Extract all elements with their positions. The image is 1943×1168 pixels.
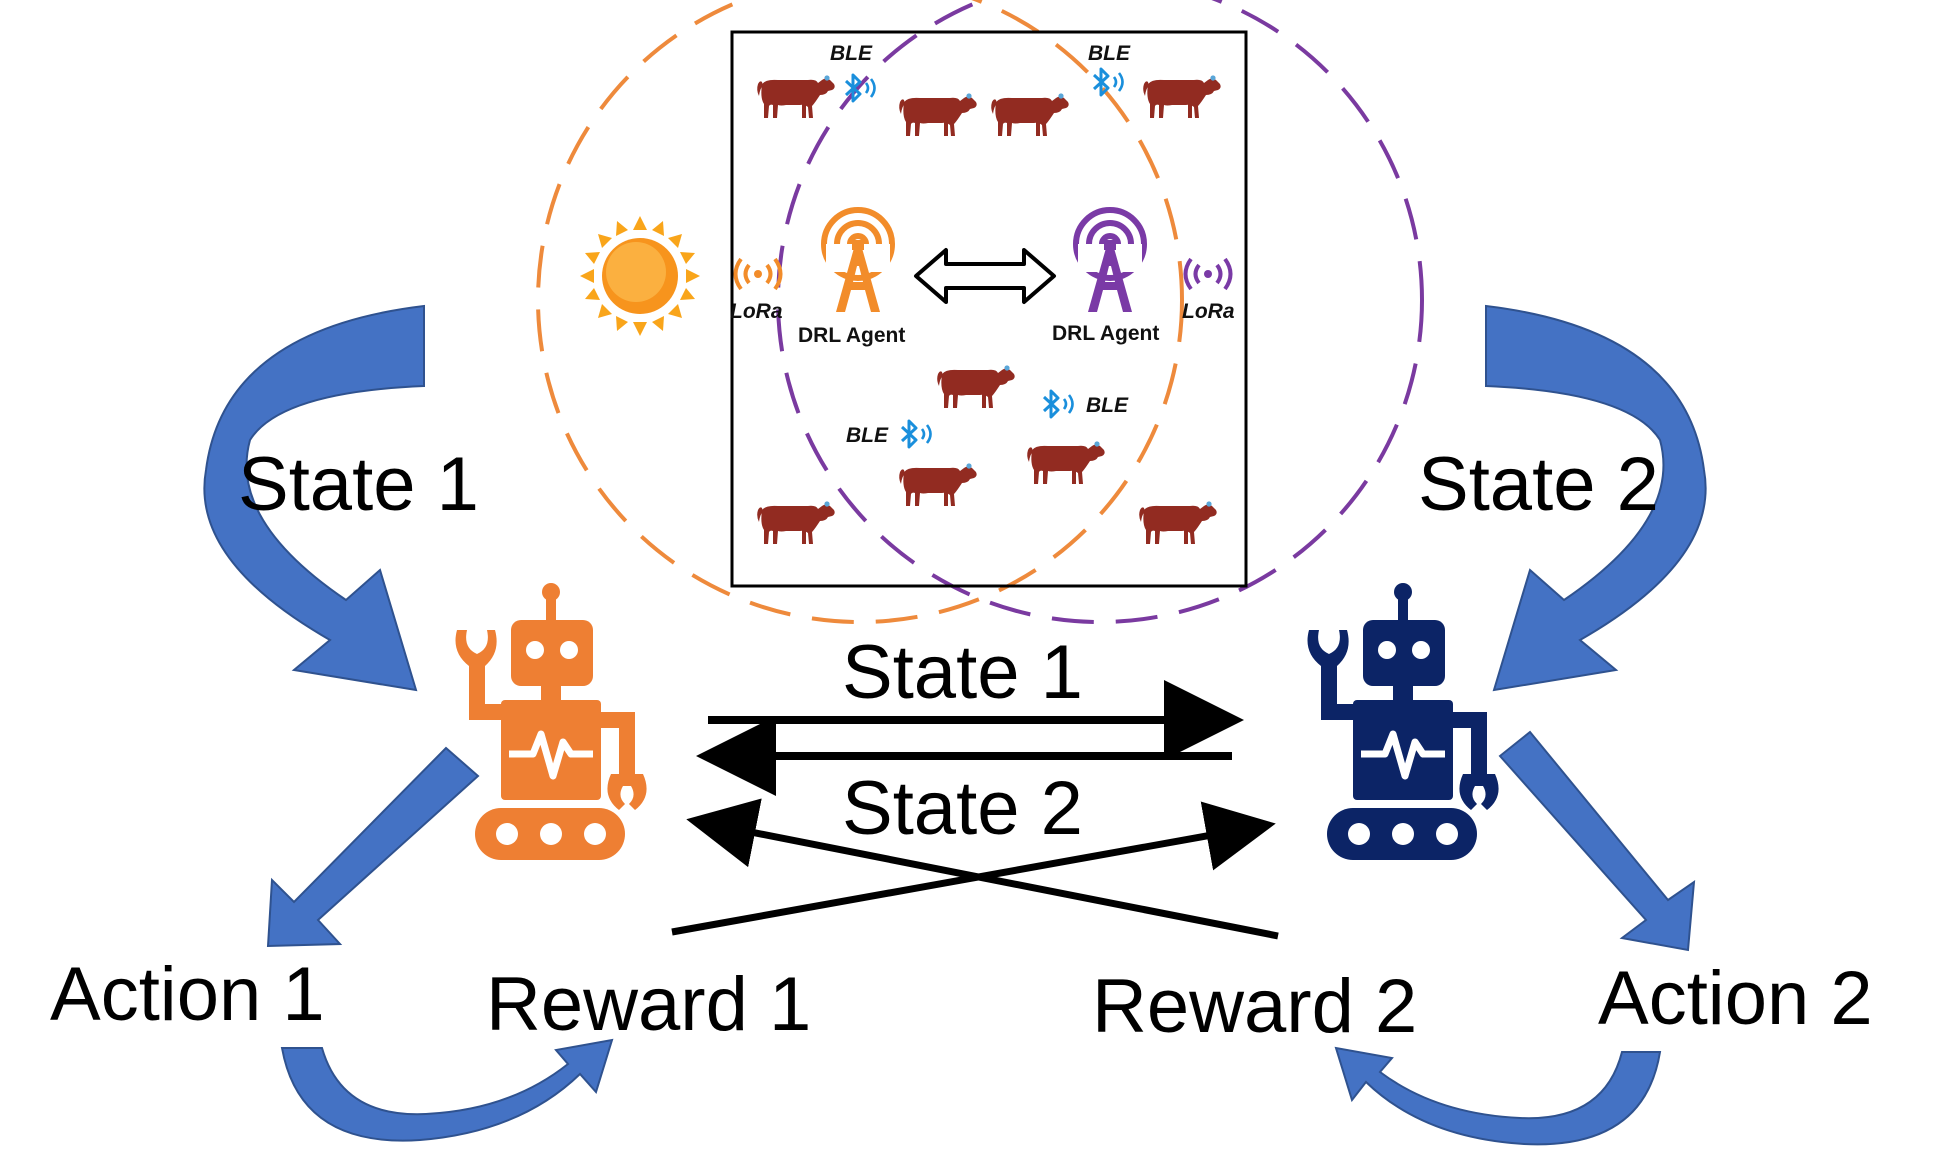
state1-feedback-arrow xyxy=(203,304,425,692)
cow-icon xyxy=(937,365,1015,408)
reward1-exchange-arrow xyxy=(686,798,1279,940)
agent-link-arrow xyxy=(914,248,1056,304)
radio-tower-icon xyxy=(824,210,892,312)
lora-label: LoRa xyxy=(730,300,783,323)
state1-exchange-label: State 1 xyxy=(842,630,1083,715)
lora-label: LoRa xyxy=(1182,300,1235,323)
cow-icon xyxy=(1139,501,1217,544)
bluetooth-icon xyxy=(900,419,932,449)
action2-label: Action 2 xyxy=(1598,956,1873,1041)
reward2-label: Reward 2 xyxy=(1092,964,1417,1049)
robot-icon xyxy=(456,583,647,860)
cow-icon xyxy=(757,75,835,118)
bluetooth-icon xyxy=(1092,67,1124,97)
action1-label: Action 1 xyxy=(50,952,325,1037)
ble-label: BLE xyxy=(1086,394,1129,417)
cow-icon xyxy=(899,93,977,136)
state2-label: State 2 xyxy=(1418,442,1659,527)
cow-icon xyxy=(1027,441,1105,484)
lora-signal-icon xyxy=(1183,257,1233,291)
cow-icon xyxy=(1143,75,1221,118)
action1-to-reward1-arrow xyxy=(280,1038,614,1142)
state1-label: State 1 xyxy=(238,442,479,527)
state2-exchange-label: State 2 xyxy=(842,766,1083,851)
bluetooth-icon xyxy=(1042,389,1074,419)
action2-arrow xyxy=(1498,730,1696,952)
radio-tower-icon xyxy=(1076,210,1144,312)
lora-signal-icon xyxy=(733,257,783,291)
cow-icon xyxy=(757,501,835,544)
ble-label: BLE xyxy=(1088,42,1131,65)
cow-icon xyxy=(899,463,977,506)
ble-label: BLE xyxy=(830,42,873,65)
robot-icon xyxy=(1308,583,1499,860)
state2-feedback-arrow xyxy=(1485,304,1707,692)
coverage-circle-agent1 xyxy=(536,0,1184,624)
action2-to-reward2-arrow xyxy=(1334,1046,1662,1146)
cow-icon xyxy=(991,93,1069,136)
ble-label: BLE xyxy=(846,424,889,447)
coverage-circle-agent2 xyxy=(776,0,1424,624)
action1-arrow xyxy=(266,746,480,948)
reward1-label: Reward 1 xyxy=(486,962,811,1047)
drl-agent-label: DRL Agent xyxy=(798,324,905,347)
field-box xyxy=(730,30,1248,588)
sun-icon xyxy=(580,216,700,336)
reward2-exchange-arrow xyxy=(671,801,1276,936)
drl-agent-label: DRL Agent xyxy=(1052,322,1159,345)
